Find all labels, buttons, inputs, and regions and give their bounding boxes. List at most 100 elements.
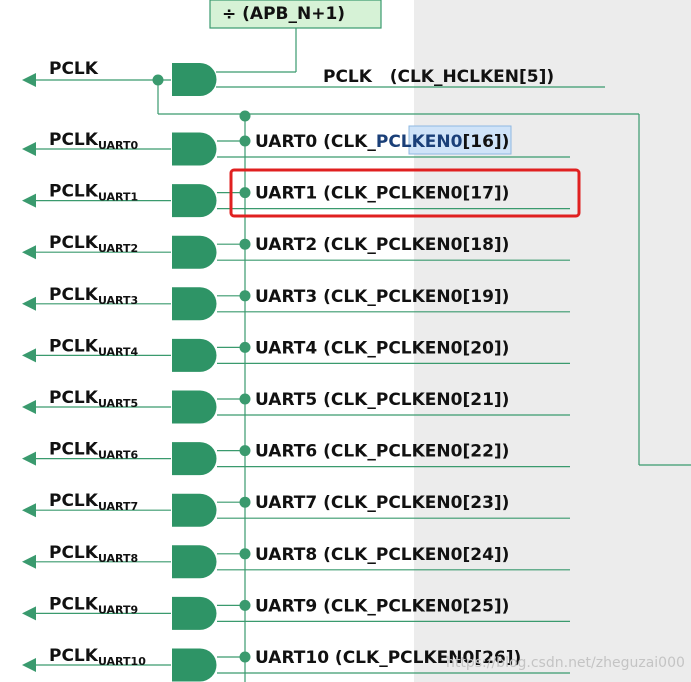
enable-label-register: PCLKEN0 bbox=[376, 493, 463, 513]
and-gate-icon bbox=[172, 132, 217, 166]
output-label-subscript: UART2 bbox=[98, 242, 138, 255]
and-gate-icon bbox=[172, 648, 217, 682]
enable-label-bit: [26]) bbox=[474, 648, 521, 668]
output-label-base: PCLK bbox=[49, 233, 99, 253]
enable-label-bit: [18]) bbox=[462, 235, 509, 255]
enable-label-bit: [20]) bbox=[462, 338, 509, 358]
enable-label-prefix: UART5 (CLK_ bbox=[255, 390, 376, 410]
output-arrow-icon bbox=[22, 245, 36, 260]
enable-label-prefix: UART9 (CLK_ bbox=[255, 596, 376, 616]
enable-label-bit: [19]) bbox=[462, 287, 509, 307]
output-arrow-icon bbox=[22, 348, 36, 363]
bus-tap-dot bbox=[239, 496, 251, 508]
enable-bus-junction-dot bbox=[239, 110, 251, 122]
bus-tap-dot bbox=[239, 238, 251, 250]
output-arrow-icon bbox=[22, 658, 36, 672]
bus-tap-dot bbox=[239, 187, 251, 199]
output-label-subscript: UART0 bbox=[98, 139, 139, 152]
uart-output-label: PCLKUART9 bbox=[49, 594, 138, 616]
uart-enable-label: UART4 (CLK_PCLKEN0[20]) bbox=[255, 338, 509, 358]
enable-label-register: PCLKEN0 bbox=[376, 184, 463, 204]
enable-label-prefix: UART3 (CLK_ bbox=[255, 287, 376, 307]
enable-label-bit: [22]) bbox=[462, 442, 509, 462]
watermark-text: https://blog.csdn.net/zheguzai000 bbox=[446, 655, 685, 671]
uart-enable-label: UART0 (CLK_PCLKEN0[16]) bbox=[255, 132, 509, 152]
output-label-subscript: UART3 bbox=[98, 294, 138, 307]
uart-output-label: PCLKUART8 bbox=[49, 543, 138, 565]
enable-label-bit: [23]) bbox=[462, 493, 509, 513]
enable-label-bit: [17]) bbox=[462, 184, 509, 204]
output-label-subscript: UART7 bbox=[98, 500, 138, 513]
output-label-base: PCLK bbox=[49, 182, 99, 202]
output-label-subscript: UART1 bbox=[98, 191, 138, 204]
enable-label-register: PCLKEN0 bbox=[376, 287, 463, 307]
enable-label-prefix: UART2 (CLK_ bbox=[255, 235, 376, 255]
uart-enable-label: UART8 (CLK_PCLKEN0[24]) bbox=[255, 545, 509, 565]
bus-tap-dot bbox=[239, 651, 251, 663]
enable-label-register: PCLKEN0 bbox=[376, 235, 463, 255]
enable-label-bit: [24]) bbox=[462, 545, 509, 565]
uart-row: PCLKUART6 UART6 (CLK_PCLKEN0[22]) bbox=[22, 440, 570, 476]
and-gate-icon bbox=[172, 338, 217, 372]
output-label-subscript: UART5 bbox=[98, 397, 138, 410]
enable-label-prefix: UART8 (CLK_ bbox=[255, 545, 376, 565]
enable-label-bit: [16]) bbox=[462, 132, 509, 152]
uart-output-label: PCLKUART2 bbox=[49, 233, 138, 255]
and-gate-icon bbox=[172, 545, 217, 579]
output-arrow-icon bbox=[22, 400, 36, 414]
and-gate-icon bbox=[172, 235, 217, 269]
output-arrow-icon bbox=[22, 193, 36, 208]
enable-label-prefix: UART0 (CLK_ bbox=[255, 132, 376, 152]
uart-output-label: PCLKUART6 bbox=[49, 440, 139, 462]
output-label-subscript: UART4 bbox=[98, 345, 139, 358]
uart-row: PCLKUART7 UART7 (CLK_PCLKEN0[23]) bbox=[22, 491, 570, 527]
clock-divider-label: ÷ (APB_N+1) bbox=[222, 4, 345, 24]
uart-output-label: PCLKUART10 bbox=[49, 646, 146, 668]
enable-label-register: PCLKEN0 bbox=[376, 338, 463, 358]
bus-tap-dot bbox=[239, 341, 251, 353]
and-gate-icon bbox=[172, 184, 217, 218]
output-arrow-icon bbox=[22, 606, 36, 621]
uart-row: PCLKUART2 UART2 (CLK_PCLKEN0[18]) bbox=[22, 233, 570, 269]
output-label-base: PCLK bbox=[49, 285, 99, 305]
output-label-base: PCLK bbox=[49, 130, 99, 150]
enable-label-prefix: UART6 (CLK_ bbox=[255, 442, 376, 462]
uart-enable-label: UART10 (CLK_PCLKEN0[26]) bbox=[255, 648, 521, 668]
and-gate-icon bbox=[172, 596, 217, 630]
pclk-junction-dot bbox=[152, 74, 164, 86]
uart-enable-label: UART3 (CLK_PCLKEN0[19]) bbox=[255, 287, 509, 307]
bus-tap-dot bbox=[239, 599, 251, 611]
and-gate-icon bbox=[172, 390, 217, 424]
clock-divider-box bbox=[209, 0, 382, 29]
output-arrow-icon bbox=[22, 554, 36, 569]
uart-enable-label: UART5 (CLK_PCLKEN0[21]) bbox=[255, 390, 509, 410]
uart-row: PCLKUART9 UART9 (CLK_PCLKEN0[25]) bbox=[22, 594, 570, 630]
output-arrow-icon bbox=[22, 451, 36, 466]
and-gate-icon bbox=[172, 442, 217, 476]
uart-output-label: PCLKUART0 bbox=[49, 130, 139, 152]
uart-output-label: PCLKUART5 bbox=[49, 388, 138, 410]
bus-tap-dot bbox=[239, 548, 251, 560]
uart-row: PCLKUART10 UART10 (CLK_PCLKEN0[26]) bbox=[22, 646, 570, 682]
uart-enable-label: UART9 (CLK_PCLKEN0[25]) bbox=[255, 596, 509, 616]
output-arrow-icon bbox=[22, 503, 36, 518]
enable-label-prefix: UART10 (CLK_ bbox=[255, 648, 388, 668]
uart-row: PCLKUART5 UART5 (CLK_PCLKEN0[21]) bbox=[22, 388, 570, 424]
enable-label-prefix: UART7 (CLK_ bbox=[255, 493, 376, 513]
enable-label-register: PCLKEN0 bbox=[376, 442, 463, 462]
uart-enable-label: UART2 (CLK_PCLKEN0[18]) bbox=[255, 235, 509, 255]
output-label-base: PCLK bbox=[49, 440, 99, 460]
enable-label-register: PCLKEN0 bbox=[388, 648, 475, 668]
uart-enable-label: UART1 (CLK_PCLKEN0[17]) bbox=[255, 184, 509, 204]
uart-output-label: PCLKUART7 bbox=[49, 491, 138, 513]
output-label-base: PCLK bbox=[49, 646, 99, 666]
text-selection-highlight bbox=[408, 125, 512, 155]
uart-row: PCLKUART8 UART8 (CLK_PCLKEN0[24]) bbox=[22, 543, 570, 579]
uart-row: PCLKUART3 UART3 (CLK_PCLKEN0[19]) bbox=[22, 285, 570, 321]
enable-label-prefix: UART1 (CLK_ bbox=[255, 184, 376, 204]
output-label-base: PCLK bbox=[49, 594, 99, 614]
output-label-base: PCLK bbox=[49, 543, 99, 563]
pclk-and-gate-icon bbox=[172, 63, 217, 96]
